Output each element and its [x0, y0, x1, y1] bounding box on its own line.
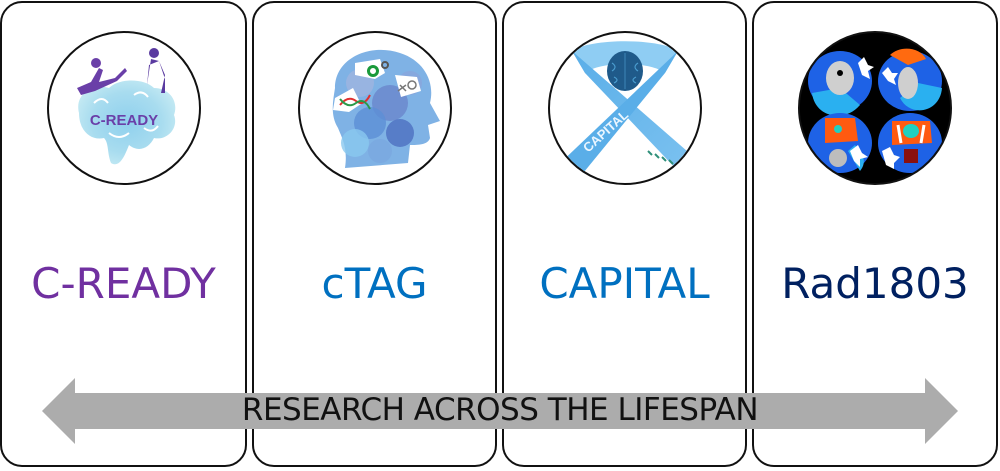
panel-title: CAPITAL [539, 259, 710, 308]
arrow-label: RESEARCH ACROSS THE LIFESPAN [241, 392, 759, 428]
c-ready-logo: C-READY [46, 31, 201, 185]
panel-title: C-READY [31, 259, 216, 308]
panel-title: Rad1803 [781, 259, 969, 308]
capital-logo-text: CAPITAL [579, 107, 630, 155]
panel-capital: CAPITAL CAPITAL [502, 1, 747, 467]
panel-c-ready: C-READY C-READY [0, 1, 247, 467]
panel-rad1803: Rad1803 [752, 1, 998, 467]
capital-ribbon-logo: CAPITAL [547, 31, 702, 185]
c-ready-logo-text: C-READY [89, 112, 157, 129]
ctag-head-puzzle-logo [297, 31, 452, 185]
panel-title: cTAG [321, 259, 428, 308]
rad1803-brain-scan-logo [798, 31, 952, 185]
lifespan-double-arrow [42, 378, 958, 444]
panel-ctag: cTAG [252, 1, 497, 467]
